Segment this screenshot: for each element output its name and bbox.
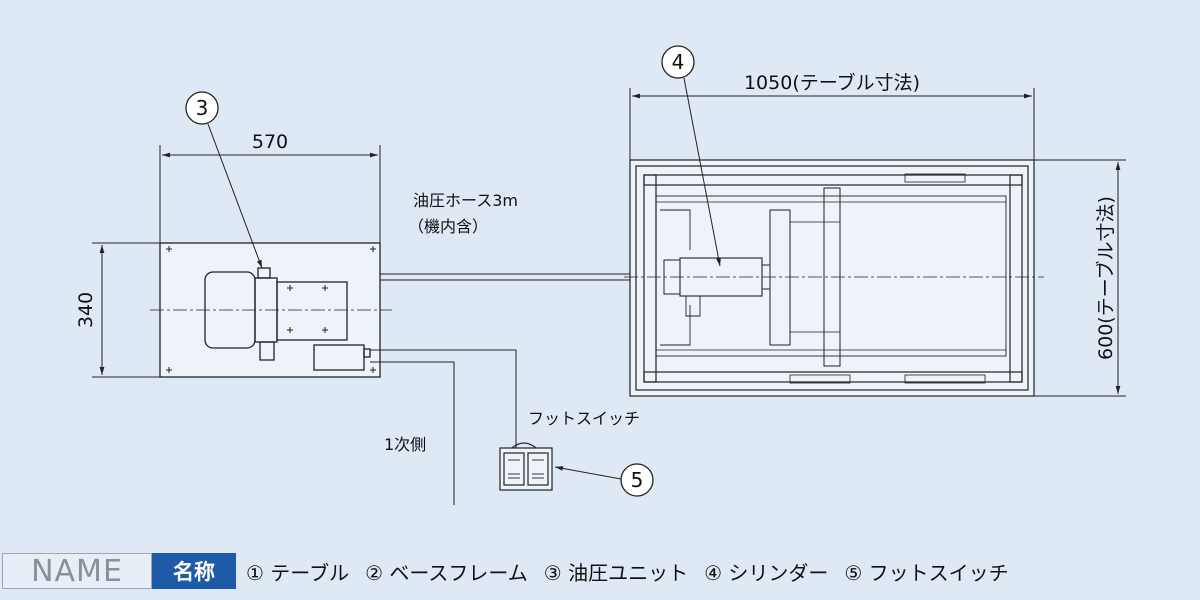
motor-fitting [257, 267, 271, 279]
table-height-label: 600(テーブル寸法) [1094, 196, 1117, 360]
lift-table [629, 159, 1035, 397]
foot-switch-label: フットスイッチ [528, 409, 640, 428]
callout-3-leader [207, 123, 263, 269]
legend-item-cylinder: ④ シリンダー [704, 560, 829, 585]
callout-4-number: 4 [672, 50, 685, 74]
unit-height-dimension [92, 242, 160, 378]
name-legend: NAME 名称 ① テーブル ② ベースフレーム ③ 油圧ユニット ④ シリンダ… [0, 546, 1200, 596]
technical-drawing: 570 340 3 油圧ホース3m （機内含） 1次側 フット [75, 45, 1126, 505]
drawing-area: 570 340 3 油圧ホース3m （機内含） 1次側 フット [75, 45, 1126, 505]
tank [276, 281, 348, 341]
primary-side-label: 1次側 [384, 435, 426, 454]
table-height-dimension [1034, 159, 1126, 397]
callout-5-number: 5 [631, 468, 644, 492]
callout-3-number: 3 [196, 96, 209, 120]
legend-items: ① テーブル ② ベースフレーム ③ 油圧ユニット ④ シリンダー ⑤ フットス… [246, 557, 1025, 586]
callout-4-circle [661, 45, 695, 79]
unit-width-dimension [159, 145, 381, 243]
hydraulic-hose [380, 273, 632, 281]
motor-drain [259, 341, 275, 361]
unit-height-label: 340 [75, 292, 97, 328]
hose-note: 油圧ホース3m [413, 191, 518, 210]
callout-3-circle [185, 91, 219, 125]
legend-item-base-frame: ② ベースフレーム [365, 560, 528, 585]
legend-name-label-jp: 名称 [152, 553, 236, 589]
legend-item-table: ① テーブル [246, 560, 350, 585]
legend-item-foot-switch: ⑤ フットスイッチ [844, 560, 1009, 585]
unit-width-label: 570 [252, 131, 288, 153]
callout-5-leader [554, 466, 622, 480]
tank-bolts [287, 285, 328, 333]
callout-5-circle [620, 463, 654, 497]
switch-cable [370, 349, 517, 505]
legend-name-label: NAME [2, 553, 152, 589]
callout-4-leader [683, 77, 721, 267]
table-width-dimension [629, 88, 1035, 160]
legend-item-hydraulic-unit: ③ 油圧ユニット [543, 560, 689, 585]
hose-note-sub: （機内含） [408, 217, 488, 236]
table-width-label: 1050(テーブル寸法) [744, 71, 920, 94]
control-box-port [363, 348, 371, 358]
foot-switch [499, 442, 553, 491]
unit-corner-marks [166, 246, 376, 373]
